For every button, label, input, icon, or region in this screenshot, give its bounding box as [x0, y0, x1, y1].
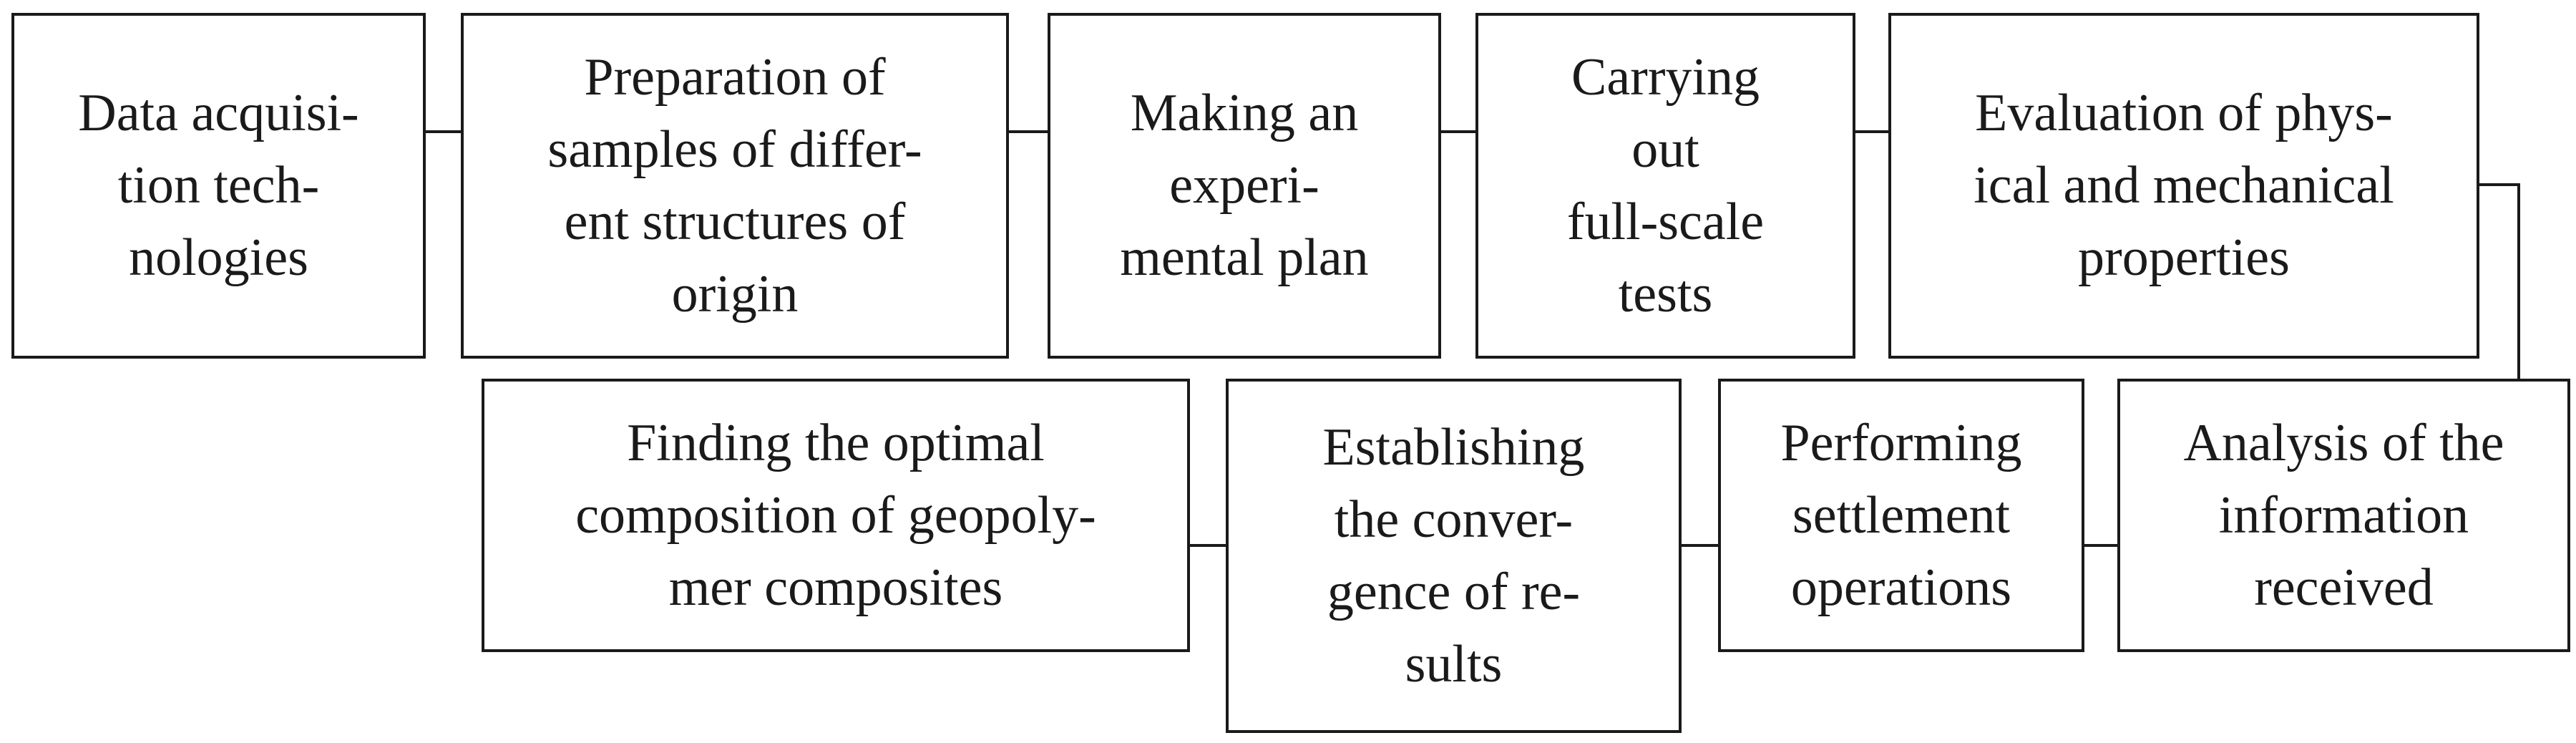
- step-label: Carrying out full-scale tests: [1566, 47, 1765, 324]
- step-analysis-information: Analysis of the information received: [2117, 379, 2570, 652]
- step-evaluation-properties: Evaluation of phys- ical and mechanical …: [1888, 13, 2479, 359]
- step-settlement-operations: Performing settlement operations: [1718, 379, 2084, 652]
- step-label: Finding the optimal composition of geopo…: [575, 413, 1096, 617]
- step-label: Evaluation of phys- ical and mechanical …: [1974, 84, 2394, 287]
- step-optimal-composition: Finding the optimal composition of geopo…: [482, 379, 1190, 652]
- step-label: Performing settlement operations: [1780, 413, 2022, 617]
- step-experimental-plan: Making an experi- mental plan: [1048, 13, 1441, 359]
- step-convergence-results: Establishing the conver- gence of re- su…: [1226, 379, 1682, 733]
- step-label: Data acquisi- tion tech- nologies: [78, 84, 359, 287]
- step-label: Making an experi- mental plan: [1120, 84, 1369, 287]
- step-label: Analysis of the information received: [2183, 413, 2504, 617]
- step-label: Establishing the conver- gence of re- su…: [1322, 417, 1585, 694]
- step-label: Preparation of samples of differ- ent st…: [547, 47, 922, 324]
- step-full-scale-tests: Carrying out full-scale tests: [1475, 13, 1855, 359]
- step-data-acquisition: Data acquisi- tion tech- nologies: [11, 13, 426, 359]
- step-sample-preparation: Preparation of samples of differ- ent st…: [461, 13, 1009, 359]
- connector-step5-step6: [2478, 183, 2520, 380]
